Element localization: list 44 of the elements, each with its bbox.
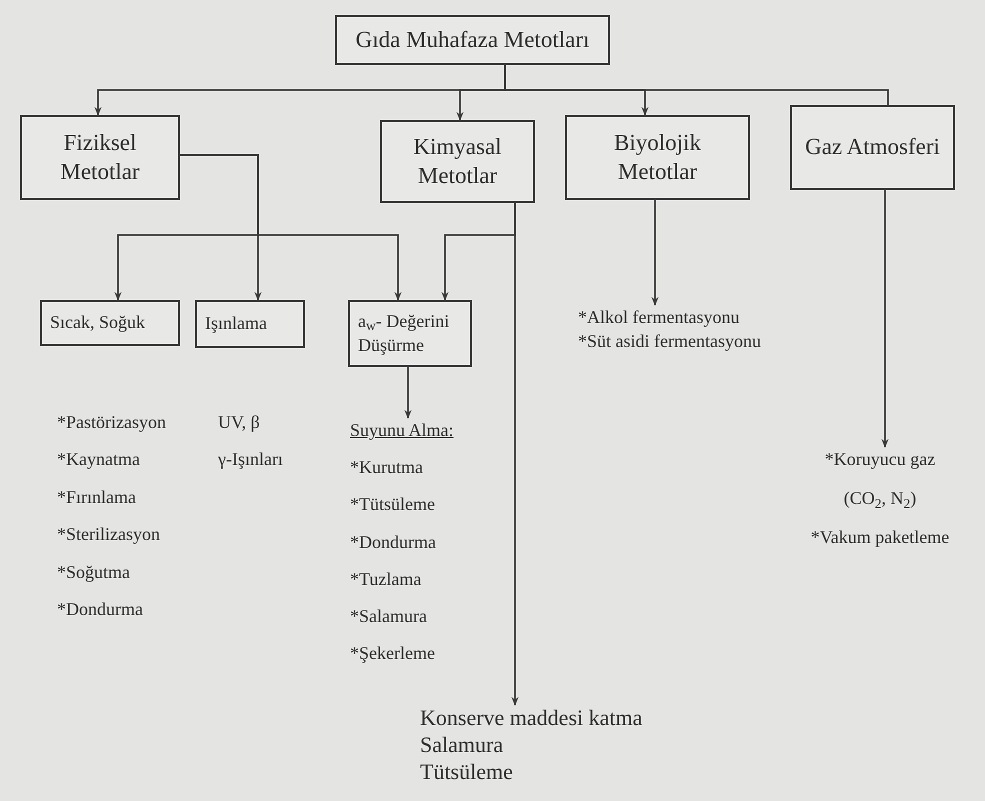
method-item: *Süt asidi fermentasyonu	[578, 330, 762, 354]
method-item: *Dondurma	[350, 530, 437, 554]
arrow	[511, 203, 519, 706]
method-item: γ-Işınları	[218, 448, 283, 471]
method-item: *Sterilizasyon	[57, 523, 160, 546]
method-item: *Kurutma	[350, 456, 424, 480]
arrow	[404, 367, 412, 419]
arrow	[881, 190, 889, 448]
box-label: Işınlama	[205, 312, 267, 336]
list-heading: Suyunu Alma:	[350, 419, 455, 442]
method-item: *Pastörizasyon	[57, 411, 166, 434]
method-item: *Alkol fermentasyonu	[578, 306, 740, 329]
box-label: Gaz Atmosferi	[805, 133, 940, 162]
method-item: *Tütsüleme	[350, 493, 436, 516]
method-box	[335, 15, 610, 65]
box-label: Fiziksel Metotlar	[59, 128, 141, 186]
method-item: (CO$_{2}$, N$_{2}$)	[844, 487, 916, 512]
method-item: Salamura	[420, 732, 504, 759]
method-item: UV, β	[218, 411, 260, 434]
method-item: *Tuzlama	[350, 568, 422, 591]
method-box	[380, 120, 535, 203]
method-item: *Fırınlama	[57, 486, 136, 509]
method-box	[348, 300, 472, 367]
method-item: *Dondurma	[57, 598, 143, 621]
method-item: Konserve maddesi katma	[420, 705, 644, 732]
box-label: Gıda Muhafaza Metotları	[356, 26, 590, 54]
method-box	[20, 115, 180, 200]
method-box	[790, 105, 955, 190]
method-item: *Soğutma	[57, 561, 130, 584]
method-item: *Koruyucu gaz	[824, 448, 936, 471]
box-label: Kimyasal Metotlar	[412, 132, 503, 190]
method-item: *Salamura	[350, 604, 428, 628]
method-item: Tütsüleme	[420, 758, 514, 786]
arrow	[651, 200, 659, 306]
method-item: *Kaynatma	[57, 448, 140, 471]
arrow	[180, 154, 402, 301]
method-item: *Vakum paketleme	[810, 526, 950, 550]
method-box	[565, 115, 750, 200]
method-item: *Şekerleme	[350, 642, 436, 666]
box-label: Sıcak, Soğuk	[50, 311, 146, 334]
method-box	[40, 300, 180, 346]
method-box	[195, 300, 305, 348]
box-label: Biyolojik Metotlar	[613, 128, 702, 186]
box-label: a$_{w}$- Değerini Düşürme	[358, 310, 450, 357]
